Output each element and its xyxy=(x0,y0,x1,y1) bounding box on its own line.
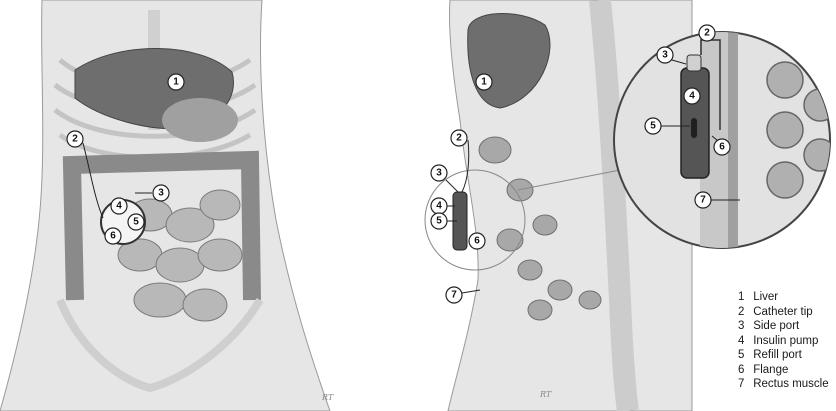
legend-item: 5 Refill port xyxy=(738,348,836,363)
side-callout-1: 1 xyxy=(481,77,487,88)
front-callout-4: 4 xyxy=(116,201,122,212)
side-callout-5: 5 xyxy=(436,216,442,227)
front-callout-5: 5 xyxy=(133,217,139,228)
inset-callout-4: 4 xyxy=(689,91,695,102)
legend-item: 3 Side port xyxy=(738,319,836,334)
inset-callout-5: 5 xyxy=(650,121,656,132)
inset-side-port xyxy=(687,55,701,71)
inset-refill-port xyxy=(691,118,697,138)
side-callout-7: 7 xyxy=(451,290,457,301)
side-signature: RT xyxy=(539,390,552,399)
front-callout-3: 3 xyxy=(158,188,164,199)
inset-callout-7: 7 xyxy=(700,195,706,206)
side-callout-2: 2 xyxy=(456,133,462,144)
legend-item: 7 Rectus muscle xyxy=(738,377,836,392)
legend: 1 Liver 2 Catheter tip 3 Side port 4 Ins… xyxy=(738,290,836,392)
inset-callout-6: 6 xyxy=(719,142,725,153)
inset-callout-2: 2 xyxy=(704,28,710,39)
side-callout-3: 3 xyxy=(436,168,442,179)
legend-item: 2 Catheter tip xyxy=(738,305,836,320)
front-view: RT xyxy=(0,0,334,411)
legend-item: 4 Insulin pump xyxy=(738,334,836,349)
inset-callout-3: 3 xyxy=(662,50,668,61)
front-callout-6: 6 xyxy=(110,231,116,242)
legend-item: 6 Flange xyxy=(738,363,836,378)
side-callout-6: 6 xyxy=(474,236,480,247)
front-signature: RT xyxy=(321,393,334,402)
front-callout-1: 1 xyxy=(173,77,179,88)
side-callout-4: 4 xyxy=(436,201,442,212)
legend-item: 1 Liver xyxy=(738,290,836,305)
front-stomach xyxy=(162,98,238,142)
front-callout-2: 2 xyxy=(72,134,78,145)
